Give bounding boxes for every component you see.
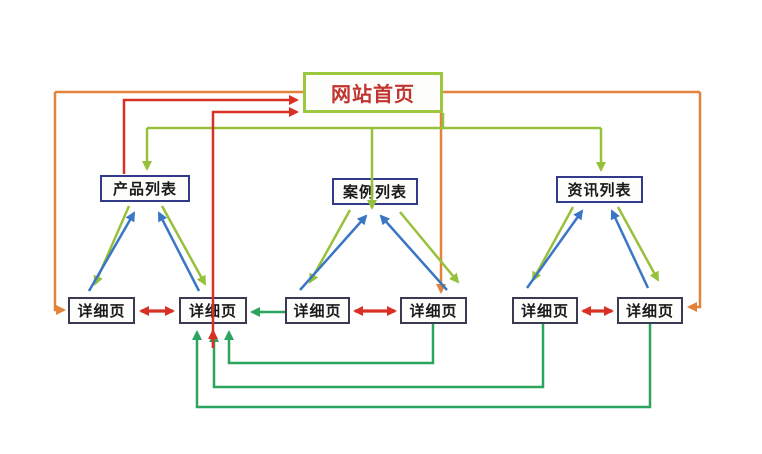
node-news-list: 资讯列表 bbox=[556, 176, 643, 203]
node-detail-4: 详细页 bbox=[400, 297, 467, 324]
edge-orange-right-to-detail6 bbox=[687, 92, 702, 312]
edge-detail2-to-productlist bbox=[157, 211, 201, 292]
node-detail-6: 详细页 bbox=[617, 297, 683, 324]
edge-newslist-to-detail6 bbox=[616, 206, 660, 282]
node-case-list: 案例列表 bbox=[332, 178, 418, 205]
edge-productlist-to-home-red bbox=[122, 95, 299, 174]
edge-productlist-to-detail2 bbox=[160, 205, 207, 286]
edge-detail6-to-detail2-green bbox=[192, 324, 652, 409]
edge-detail3-to-caselist bbox=[299, 214, 368, 291]
edge-detail4-to-detail2-green bbox=[224, 324, 435, 365]
node-product-list: 产品列表 bbox=[100, 175, 190, 202]
edge-caselist-to-detail3 bbox=[308, 209, 352, 284]
edge-caselist-to-detail4 bbox=[399, 211, 460, 284]
edge-detail5-to-newslist bbox=[525, 209, 584, 289]
node-detail-5: 详细页 bbox=[512, 297, 578, 324]
edge-detail5-to-detail2-green bbox=[209, 324, 545, 389]
edge-detail6-to-newslist bbox=[610, 209, 650, 289]
edge-detail1-to-productlist bbox=[87, 211, 136, 292]
edge-detail4-to-caselist bbox=[379, 214, 448, 291]
node-detail-1: 详细页 bbox=[68, 297, 135, 324]
edge-newslist-to-detail5 bbox=[531, 206, 575, 282]
edge-productlist-to-detail1 bbox=[93, 205, 131, 286]
node-detail-2: 详细页 bbox=[179, 297, 247, 324]
node-detail-3: 详细页 bbox=[285, 297, 350, 324]
edge-orange-left-to-detail1 bbox=[53, 92, 66, 315]
node-home: 网站首页 bbox=[303, 72, 443, 113]
